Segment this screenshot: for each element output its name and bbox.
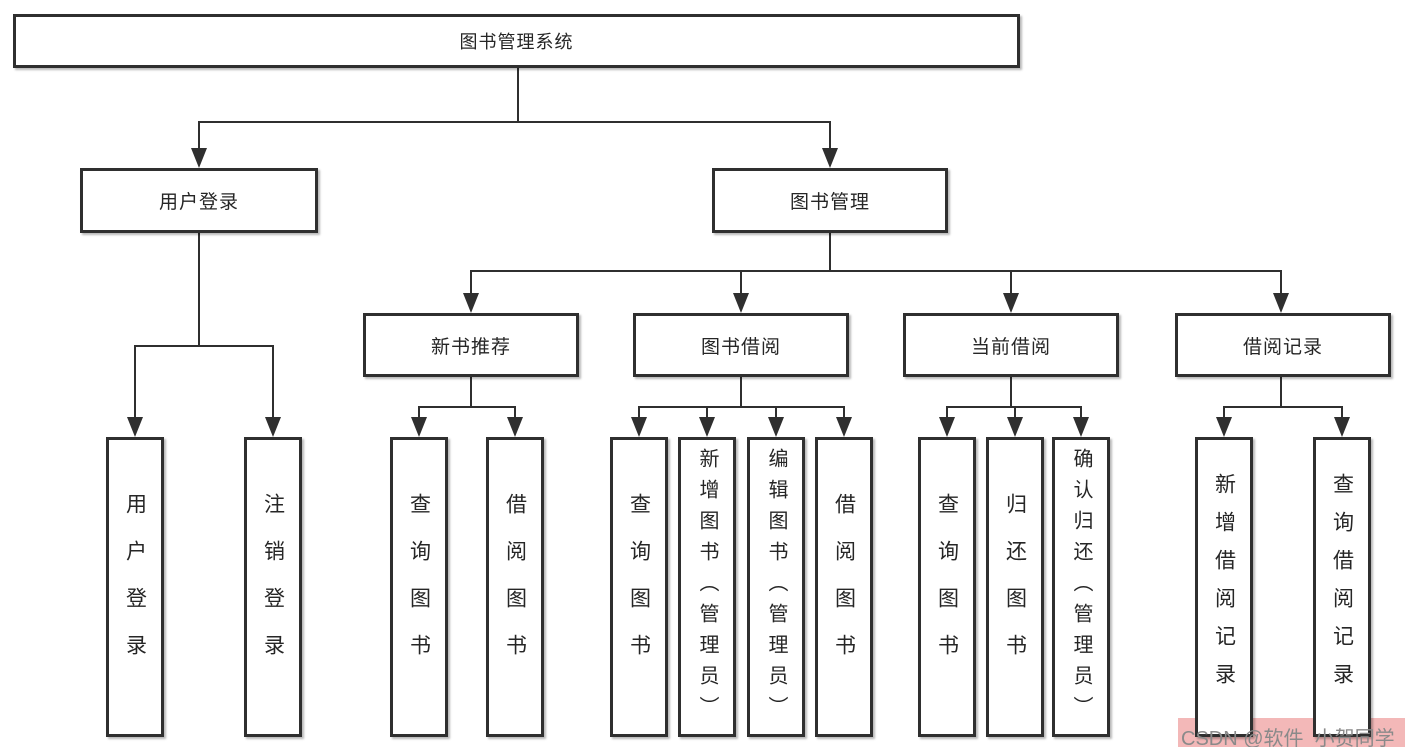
arrowhead-down-icon	[822, 148, 838, 168]
leaf-query-borrow-record: 查询借阅记录	[1313, 437, 1371, 737]
arrowhead-down-icon	[1273, 293, 1289, 313]
connector-vline	[740, 270, 742, 295]
connector-vline	[1280, 377, 1282, 408]
leaf-borrow-books: 借阅图书	[815, 437, 873, 737]
leaf-query-books: 查询图书	[390, 437, 448, 737]
arrowhead-down-icon	[1334, 417, 1350, 437]
arrowhead-down-icon	[411, 417, 427, 437]
arrowhead-down-icon	[265, 417, 281, 437]
arrowhead-down-icon	[463, 293, 479, 313]
leaf-confirm-return-admin: 确认归还（管理员）	[1052, 437, 1110, 737]
arrowhead-down-icon	[1073, 417, 1089, 437]
watermark-text: CSDN @软件_小贺同学	[1181, 728, 1395, 747]
leaf-user-login: 用户登录	[106, 437, 164, 737]
connector-vline	[1341, 406, 1343, 419]
connector-hline	[198, 121, 831, 123]
leaf-label: 注销登录	[261, 493, 285, 681]
leaf-label: 新增借阅记录	[1212, 473, 1236, 701]
connector-vline	[198, 121, 200, 150]
arrowhead-down-icon	[1007, 417, 1023, 437]
arrowhead-down-icon	[939, 417, 955, 437]
connector-vline	[843, 406, 845, 419]
connector-vline	[946, 406, 948, 419]
connector-vline	[1014, 406, 1016, 419]
leaf-add-books-admin: 新增图书（管理员）	[678, 437, 736, 737]
arrowhead-down-icon	[1003, 293, 1019, 313]
connector-vline	[272, 345, 274, 419]
arrowhead-down-icon	[699, 417, 715, 437]
node-current-borrow: 当前借阅	[903, 313, 1119, 377]
connector-vline	[198, 233, 200, 345]
leaf-query-books: 查询图书	[918, 437, 976, 737]
arrowhead-down-icon	[1216, 417, 1232, 437]
leaf-label: 查询图书	[407, 493, 431, 681]
leaf-label: 借阅图书	[832, 493, 856, 681]
leaf-label: 编辑图书（管理员）	[765, 447, 787, 727]
leaf-label: 查询图书	[935, 493, 959, 681]
connector-vline	[1223, 406, 1225, 419]
node-root-system: 图书管理系统	[13, 14, 1020, 68]
connector-vline	[134, 345, 136, 419]
connector-vline	[418, 406, 420, 419]
connector-hline	[418, 406, 516, 408]
connector-vline	[829, 121, 831, 150]
connector-vline	[740, 377, 742, 408]
leaf-logout: 注销登录	[244, 437, 302, 737]
leaf-label: 查询图书	[627, 493, 651, 681]
arrowhead-down-icon	[127, 417, 143, 437]
leaf-label: 归还图书	[1003, 493, 1027, 681]
leaf-label: 查询借阅记录	[1330, 473, 1354, 701]
connector-vline	[517, 68, 519, 122]
node-label: 新书推荐	[430, 336, 511, 358]
node-borrow-records: 借阅记录	[1175, 313, 1391, 377]
node-label: 图书借阅	[700, 336, 781, 358]
arrowhead-down-icon	[631, 417, 647, 437]
connector-vline	[775, 406, 777, 419]
connector-vline	[1080, 406, 1082, 419]
connector-hline	[470, 270, 1282, 272]
leaf-edit-books-admin: 编辑图书（管理员）	[747, 437, 805, 737]
arrowhead-down-icon	[733, 293, 749, 313]
connector-vline	[1280, 270, 1282, 295]
connector-vline	[638, 406, 640, 419]
leaf-borrow-books: 借阅图书	[486, 437, 544, 737]
arrowhead-down-icon	[836, 417, 852, 437]
leaf-return-books: 归还图书	[986, 437, 1044, 737]
leaf-query-books: 查询图书	[610, 437, 668, 737]
node-new-book-recommend: 新书推荐	[363, 313, 579, 377]
node-book-management: 图书管理	[712, 168, 948, 233]
node-user-login: 用户登录	[80, 168, 318, 233]
leaf-label: 确认归还（管理员）	[1070, 447, 1092, 727]
connector-hline	[134, 345, 274, 347]
connector-vline	[706, 406, 708, 419]
node-book-borrow: 图书借阅	[633, 313, 849, 377]
connector-vline	[829, 233, 831, 272]
leaf-label: 用户登录	[123, 493, 147, 681]
leaf-label: 借阅图书	[503, 493, 527, 681]
connector-vline	[1010, 270, 1012, 295]
node-label: 借阅记录	[1242, 336, 1323, 358]
connector-hline	[638, 406, 845, 408]
connector-hline	[1223, 406, 1343, 408]
leaf-add-borrow-record: 新增借阅记录	[1195, 437, 1253, 737]
connector-vline	[470, 270, 472, 295]
node-label: 用户登录	[158, 192, 239, 213]
connector-vline	[1010, 377, 1012, 408]
node-label: 图书管理	[789, 192, 870, 213]
arrowhead-down-icon	[191, 148, 207, 168]
connector-vline	[470, 377, 472, 408]
arrowhead-down-icon	[507, 417, 523, 437]
connector-vline	[514, 406, 516, 419]
node-label: 当前借阅	[970, 336, 1051, 358]
leaf-label: 新增图书（管理员）	[696, 447, 718, 727]
node-label: 图书管理系统	[459, 32, 574, 52]
arrowhead-down-icon	[768, 417, 784, 437]
